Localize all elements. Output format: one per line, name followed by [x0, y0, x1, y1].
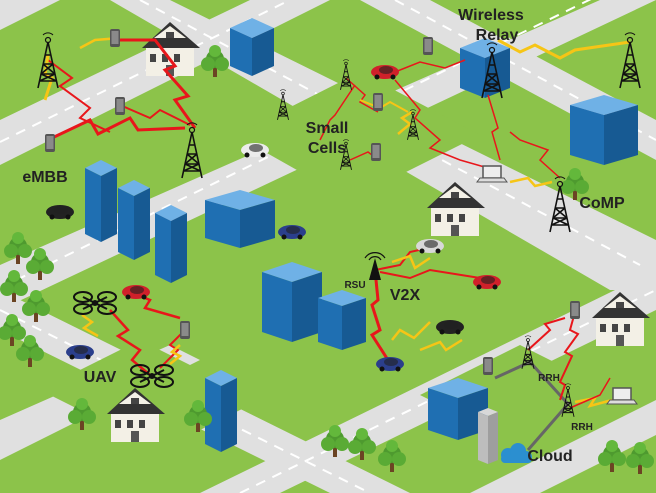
- phone-icon: [371, 143, 381, 161]
- phone-icon: [373, 93, 383, 111]
- phone-icon: [110, 29, 120, 47]
- phone-icon: [115, 97, 125, 115]
- label-v2x: V2X: [390, 287, 421, 304]
- label-embb: eMBB: [22, 169, 67, 186]
- phone-icon: [423, 37, 433, 55]
- blue-buildings: [85, 18, 638, 452]
- diagram-labels: Wireless Relay Small Cells eMBB CoMP RSU…: [22, 7, 625, 465]
- fiber-links: [494, 360, 571, 451]
- server-rack-icon: [478, 408, 498, 464]
- rsu-icon: [364, 252, 386, 280]
- label-small: Small: [306, 120, 349, 137]
- label-wireless: Wireless: [458, 7, 524, 24]
- label-rrh-1: RRH: [538, 373, 560, 384]
- label-uav: UAV: [84, 369, 117, 386]
- label-rrh-2: RRH: [571, 422, 593, 433]
- phone-icon: [570, 301, 580, 319]
- label-comp: CoMP: [579, 195, 625, 212]
- label-cells: Cells: [308, 140, 346, 157]
- phone-icon: [180, 321, 190, 339]
- phone-icon: [483, 357, 493, 375]
- label-cloud: Cloud: [527, 448, 572, 465]
- label-rsu: RSU: [344, 280, 365, 291]
- cloud-icon: [501, 443, 532, 463]
- phone-icon: [45, 134, 55, 152]
- wireless-links: [43, 36, 631, 409]
- label-relay: Relay: [476, 27, 519, 44]
